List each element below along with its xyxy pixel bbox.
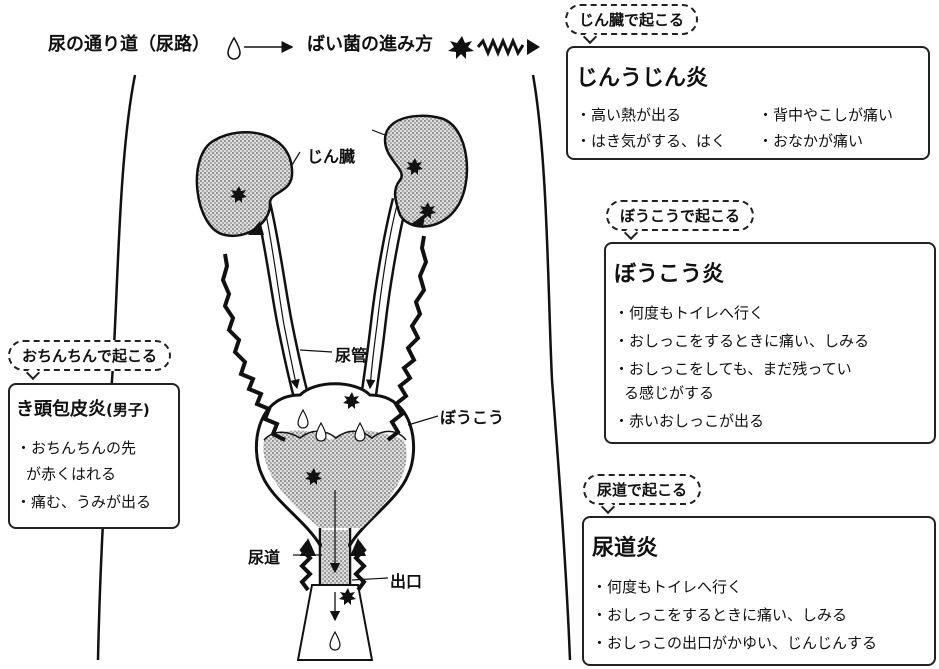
kidney-callout-card: じんうじん炎 ・高い熱が出る ・背中やこしが痛い ・はき気がする、はく ・おなか… (566, 46, 930, 160)
symptom-item: ・おちんちんの先 (16, 439, 136, 457)
symptom-item: ・何度もトイレへ行く (614, 304, 764, 322)
drop-icon (228, 38, 240, 59)
glans-callout-tag: おちんちんで起こる (8, 340, 171, 371)
title-suffix: (男子) (106, 401, 150, 419)
legend-bacteria-path: ばい菌の進み方 (307, 30, 433, 56)
urethra-callout-tag: 尿道で起こる (583, 474, 701, 505)
urethra-label: 尿道 (248, 544, 280, 568)
bladder-callout-card: ぼうこう炎 ・何度もトイレへ行く ・おしっこをするときに痛い、しみる ・おしっこ… (604, 242, 936, 444)
symptom-item: ・おしっこをするときに痛い、しみる (592, 606, 847, 624)
symptom-item: ・赤いおしっこが出る (614, 412, 764, 430)
legend-urinary-path: 尿の通り道（尿路） (48, 30, 210, 56)
symptom-item: ・痛む、うみが出る (16, 493, 151, 511)
bacteria-star-icon (448, 36, 474, 59)
symptom-item: ・おしっこの出口がかゆい、じんじんする (592, 634, 877, 652)
bladder-callout-tag: ぼうこうで起こる (606, 200, 754, 231)
symptom-item: ・おしっこをするときに痛い、しみる (614, 332, 869, 350)
body-outline-right (533, 75, 570, 660)
glans-callout-card: き頭包皮炎(男子) ・おちんちんの先 が赤くはれる ・痛む、うみが出る (8, 383, 180, 529)
urethra-callout-card: 尿道炎 ・何度もトイレへ行く ・おしっこをするときに痛い、しみる ・おしっこの出… (582, 516, 936, 666)
bladder-label: ぼうこう (440, 404, 504, 428)
symptom-item: ・背中やこしが痛い (758, 106, 893, 124)
symptom-item: ・おしっこをしても、まだ残ってい (614, 360, 852, 378)
symptom-item: ・おなかが痛い (758, 132, 863, 150)
kidney-label: じん臓 (307, 143, 355, 167)
symptom-item: ・はき気がする、はく (576, 132, 726, 150)
cystitis-title: ぼうこう炎 (614, 256, 724, 288)
zigzag-arrow-icon (478, 41, 523, 53)
outlet-label: 出口 (390, 568, 422, 592)
symptom-item: ・高い熱が出る (576, 106, 681, 124)
ureter-label: 尿管 (335, 342, 367, 366)
symptom-item: る感じがする (624, 384, 714, 402)
urethritis-title: 尿道炎 (592, 530, 658, 562)
balanoposthitis-title: き頭包皮炎(男子) (16, 395, 150, 421)
symptom-item: が赤くはれる (26, 465, 116, 483)
left-kidney (197, 132, 292, 236)
balanoposthitis-title-text: き頭包皮炎 (16, 399, 106, 420)
pyelonephritis-title: じんうじん炎 (576, 60, 708, 92)
symptom-item: ・何度もトイレへ行く (592, 578, 742, 596)
kidney-callout-tag: じん臓で起こる (565, 4, 698, 35)
